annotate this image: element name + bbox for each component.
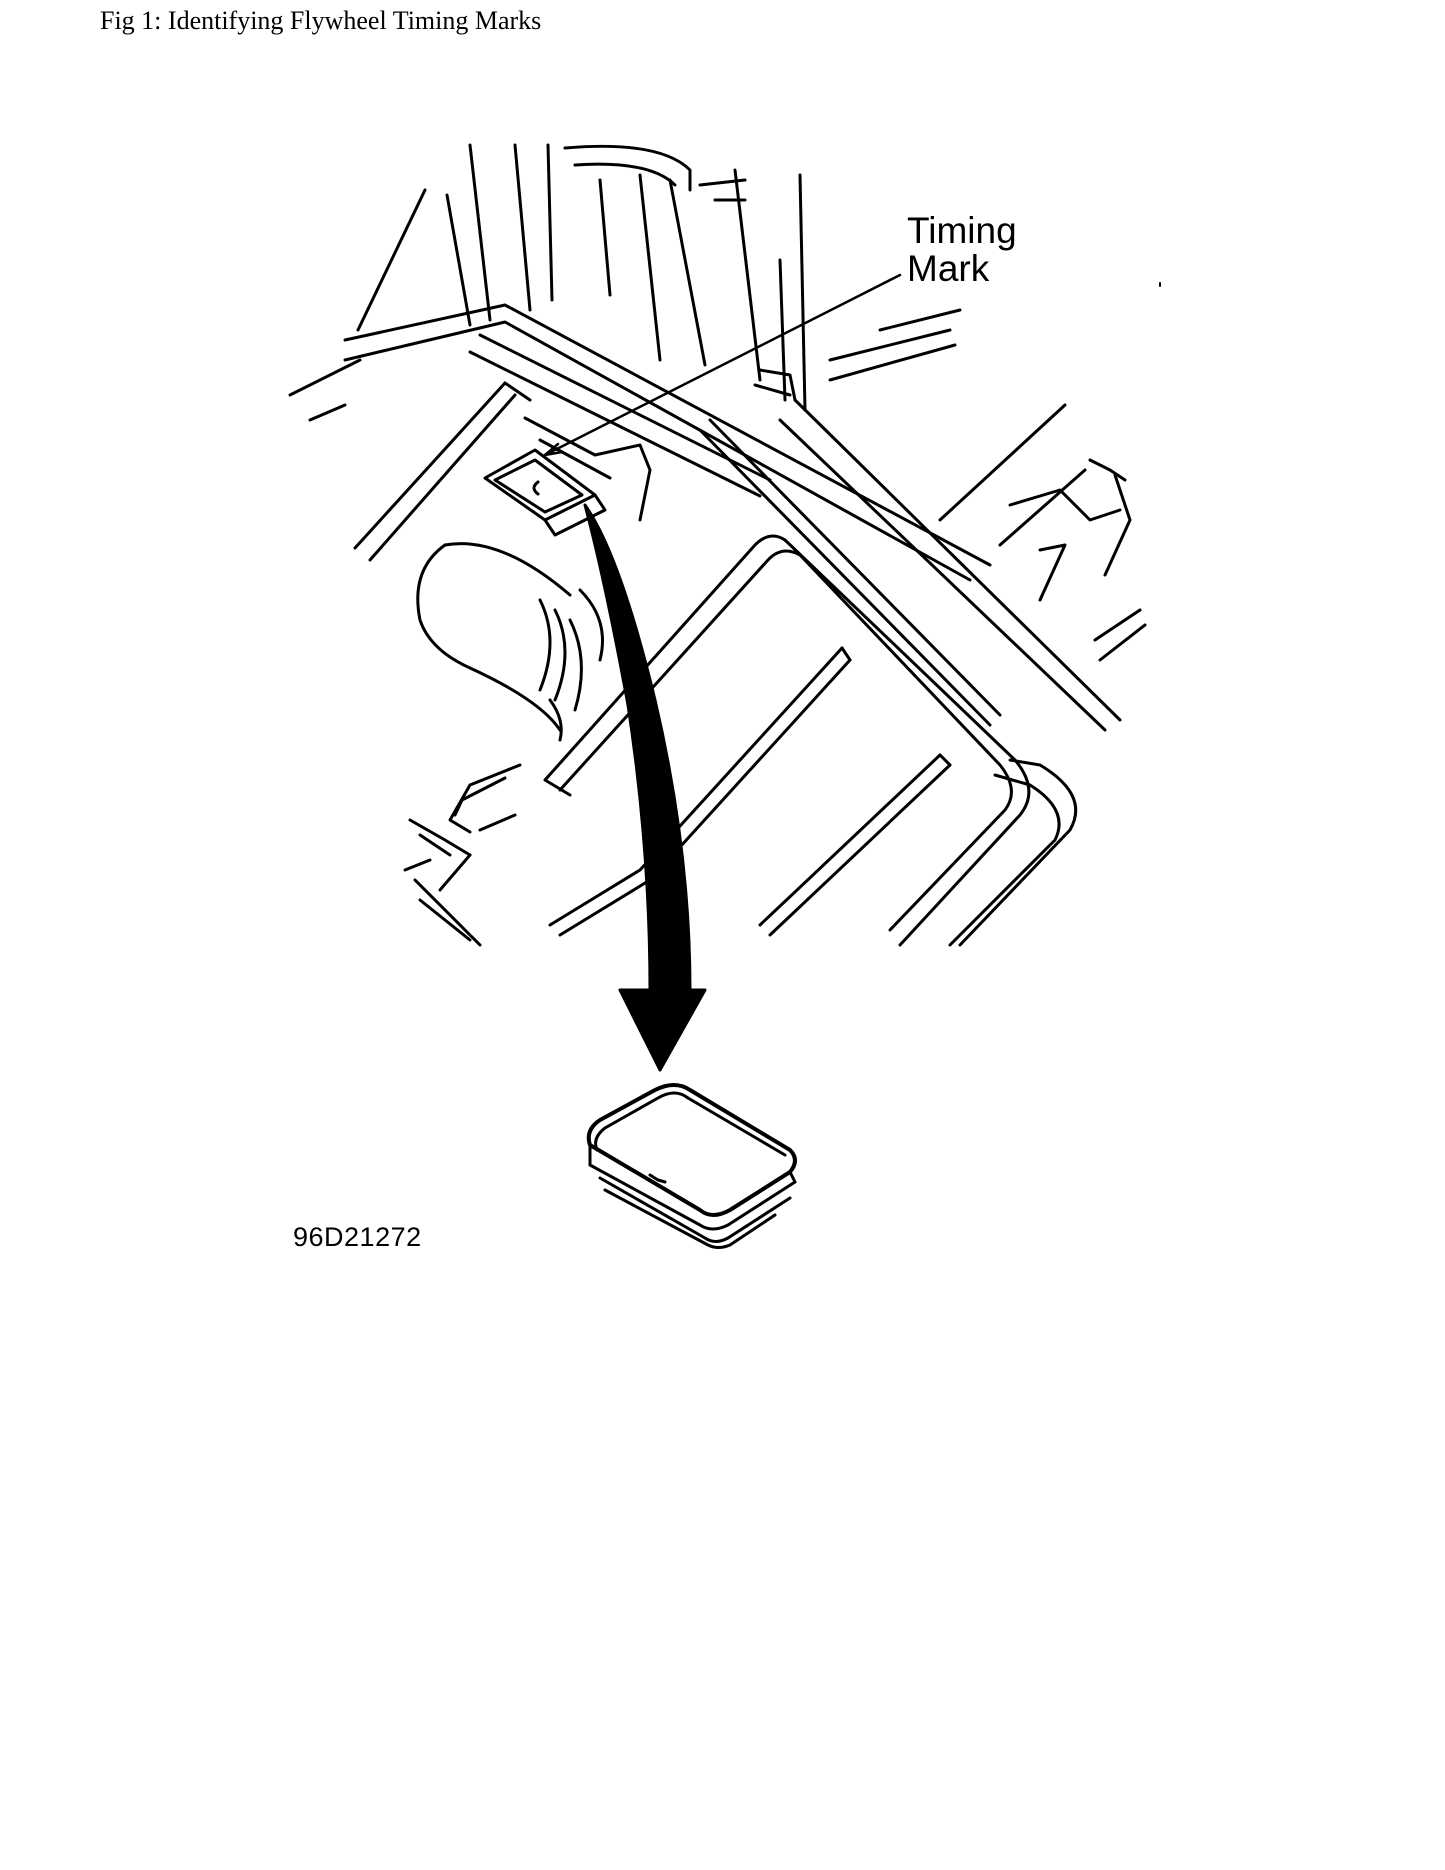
timing-mark-label-line1: Timing	[907, 210, 1017, 251]
timing-mark-label: Timing Mark	[907, 212, 1017, 288]
timing-window-plug	[586, 1083, 797, 1249]
engine-block-lines	[288, 143, 1147, 947]
callout-leader-line	[543, 273, 902, 457]
timing-window	[483, 448, 607, 537]
starter-cylinder	[416, 542, 604, 742]
figure-code: 96D21272	[293, 1222, 422, 1252]
curved-arrow-icon	[583, 503, 707, 1072]
timing-mark-label-line2: Mark	[907, 248, 990, 289]
figure-caption: Fig 1: Identifying Flywheel Timing Marks	[100, 6, 542, 35]
